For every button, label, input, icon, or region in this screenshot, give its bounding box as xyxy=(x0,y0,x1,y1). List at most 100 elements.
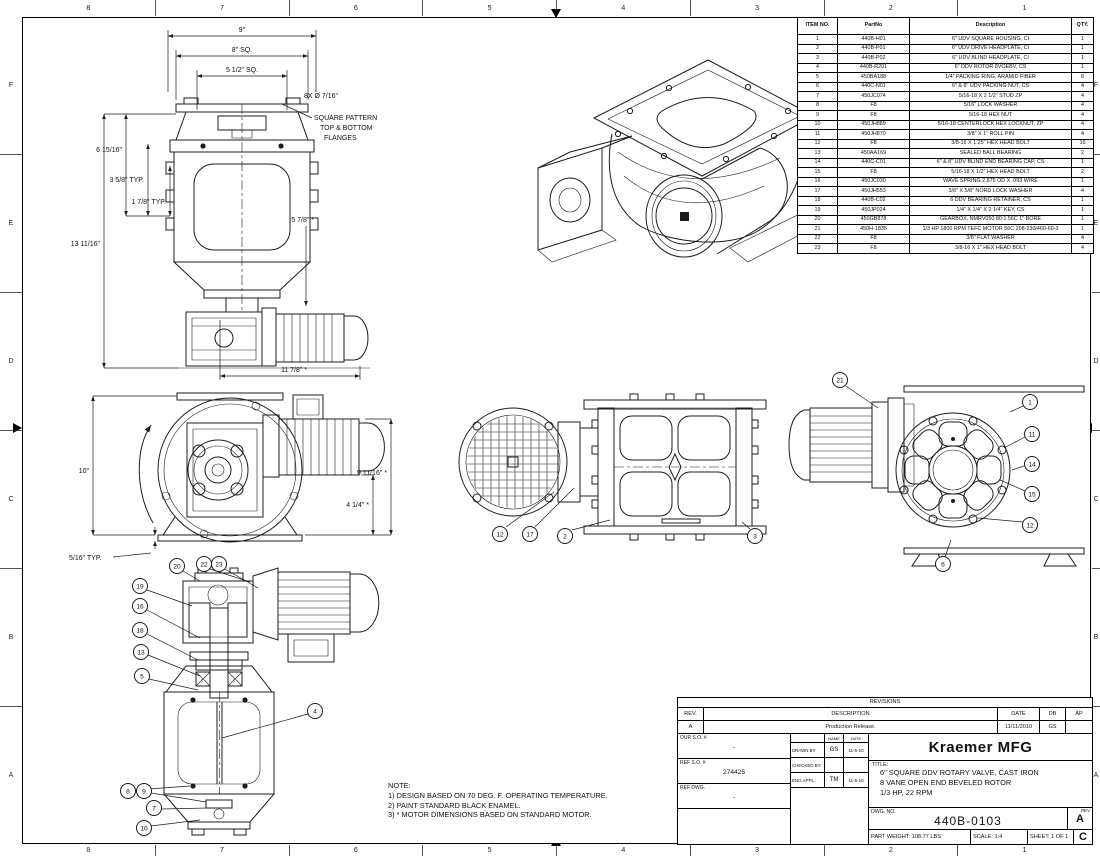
parts-table-cell: 2 xyxy=(1071,167,1094,178)
sheet-size: C xyxy=(1079,831,1087,843)
parts-table-cell: 20 xyxy=(797,214,838,225)
parts-table-cell: 6" UDV DRIVE HEADPLATE, CI xyxy=(909,43,1072,54)
parts-table-cell: 1 xyxy=(1071,43,1094,54)
parts-table-cell: 440C-C01 xyxy=(837,157,910,168)
our-so-cell: OUR S.O. # - xyxy=(678,734,790,759)
title-line: 6" SQUARE DDV ROTARY VALVE, CAST IRON xyxy=(880,768,1039,777)
svg-text:13 11/16": 13 11/16" xyxy=(71,241,101,248)
parts-table-cell: 450JH870 xyxy=(837,129,910,140)
parts-table-cell: 7 xyxy=(797,91,838,102)
parts-header-qty: QTY. xyxy=(1071,17,1094,35)
notes-heading: NOTE: xyxy=(388,781,411,790)
drawn-by-row: DRAWN BY: GS 11-5-10 xyxy=(791,743,868,758)
parts-table-cell: F8 xyxy=(837,100,910,111)
front-view-geometry xyxy=(166,98,370,368)
notes-block: NOTE: 1) DESIGN BASED ON 70 DEG. F. OPER… xyxy=(388,781,608,820)
parts-table-cell: 4 xyxy=(1071,243,1094,254)
parts-table-cell: 1 xyxy=(1071,224,1094,235)
parts-table-cell: 2 xyxy=(797,43,838,54)
front-view: 9" 8" SQ. 5 1/2" SQ. 13 11/16" 6 15/16" … xyxy=(71,27,377,380)
parts-table-cell: 5/16-18 X 1/2" HEX HEAD BOLT xyxy=(909,167,1072,178)
parts-table-cell: 17 xyxy=(797,186,838,197)
note-line: 2) PAINT STANDARD BLACK ENAMEL. xyxy=(388,800,521,810)
svg-text:1: 1 xyxy=(1028,400,1032,407)
zone-label: C xyxy=(1092,431,1100,569)
svg-text:TOP & BOTTOM: TOP & BOTTOM xyxy=(320,125,373,132)
balloon-callout: 23 xyxy=(211,556,259,589)
eng-appl-row: ENG.APPL.: TM 11-5-10 xyxy=(791,773,868,788)
ref-so-value: 274425 xyxy=(722,769,745,776)
parts-table-cell: SEALED BALL BEARING xyxy=(909,148,1072,159)
zone-label: B xyxy=(1092,569,1100,707)
parts-table-cell: 19 xyxy=(797,205,838,216)
parts-table-cell: 450H-1835 xyxy=(837,224,910,235)
parts-table-cell: 440B-H01 xyxy=(837,34,910,45)
note-line: 3) * MOTOR DIMENSIONS BASED ON STANDARD … xyxy=(388,810,592,820)
parts-table-cell: 6" UDV SQUARE HOUSING, CI xyxy=(909,34,1072,45)
title-line: 8 VANE OPEN END BEVELED ROTOR xyxy=(880,777,1012,787)
front-view-dimensions: 9" 8" SQ. 5 1/2" SQ. 13 11/16" 6 15/16" … xyxy=(71,27,377,380)
svg-text:10": 10" xyxy=(79,468,90,475)
zone-label: F xyxy=(1092,17,1100,155)
parts-table-cell: 1 xyxy=(1071,53,1094,64)
parts-table-cell: 450JP024 xyxy=(837,205,910,216)
ref-dwg-value: - xyxy=(732,794,736,801)
parts-table-cell: 450JC074 xyxy=(837,91,910,102)
parts-table-cell: 1/4" X 1/4" X 2 1/4" KEY, CS xyxy=(909,205,1072,216)
parts-table-cell: 4 xyxy=(1071,100,1094,111)
zone-label: 3 xyxy=(691,0,825,16)
svg-text:3: 3 xyxy=(753,534,757,541)
zone-label: 5 xyxy=(423,0,557,16)
company-name: Kraemer MFG xyxy=(869,734,1092,761)
svg-text:5/16" TYP.: 5/16" TYP. xyxy=(69,555,102,562)
svg-text:13: 13 xyxy=(137,650,145,657)
parts-table-cell: 21 xyxy=(797,224,838,235)
right-view-balloons: 21 1 11 14 15 xyxy=(832,372,1040,572)
center-mark-left-icon xyxy=(13,423,22,433)
zone-label: 4 xyxy=(557,845,691,856)
zone-label: 6 xyxy=(290,0,424,16)
parts-table-cell: 5 xyxy=(797,72,838,83)
section-view: 20 22 23 19 16 xyxy=(120,556,410,836)
rev-col-header: REV. xyxy=(678,708,704,720)
center-mark-top-icon xyxy=(551,9,561,18)
side-view-geometry xyxy=(459,394,766,540)
zone-label: B xyxy=(0,569,22,707)
parts-table-cell: 15 xyxy=(797,167,838,178)
svg-text:7: 7 xyxy=(152,806,156,813)
parts-table-cell: F8 xyxy=(837,233,910,244)
svg-text:9 11/16" *: 9 11/16" * xyxy=(357,470,387,477)
dwg-no-label: DWG. NO. xyxy=(871,809,896,815)
parts-table-cell: 4 xyxy=(1071,81,1094,92)
checked-by-label: CHECKED BY: xyxy=(791,758,825,772)
parts-table-cell: 5/16-18 CENTERLOCK HEX LOCKNUT, ZP xyxy=(909,119,1072,130)
parts-table-cell: 12 xyxy=(797,138,838,149)
reference-filler xyxy=(678,809,790,844)
balloon-callout: 14 xyxy=(1011,456,1040,472)
balloon-callout: 10 xyxy=(136,819,201,836)
side-view-balloons: 12 17 2 3 xyxy=(492,487,763,544)
parts-table-cell: 3/8" X 5/8" NORD LOCK WASHER xyxy=(909,186,1072,197)
signature-header-spacer xyxy=(791,734,825,742)
parts-table-cell: 22 xyxy=(797,233,838,244)
eng-appl-name: TM xyxy=(825,773,844,787)
parts-table-cell: 1 xyxy=(1071,34,1094,45)
parts-header-partno: PartNo xyxy=(837,17,910,35)
svg-text:8X Ø 7/16": 8X Ø 7/16" xyxy=(304,93,339,100)
parts-table-cell: 3 xyxy=(797,53,838,64)
drawing-number-cell: DWG. NO. 440B-0103 xyxy=(869,808,1068,829)
balloon-callout: 12 xyxy=(977,517,1038,533)
parts-table-cell: 4 xyxy=(1071,129,1094,140)
parts-table-cell: 450JH553 xyxy=(837,186,910,197)
parts-table-cell: 4 xyxy=(797,62,838,73)
svg-text:9: 9 xyxy=(142,789,146,796)
drawn-by-date: 11-5-10 xyxy=(848,747,864,753)
parts-table-cell: 1 xyxy=(1071,195,1094,206)
